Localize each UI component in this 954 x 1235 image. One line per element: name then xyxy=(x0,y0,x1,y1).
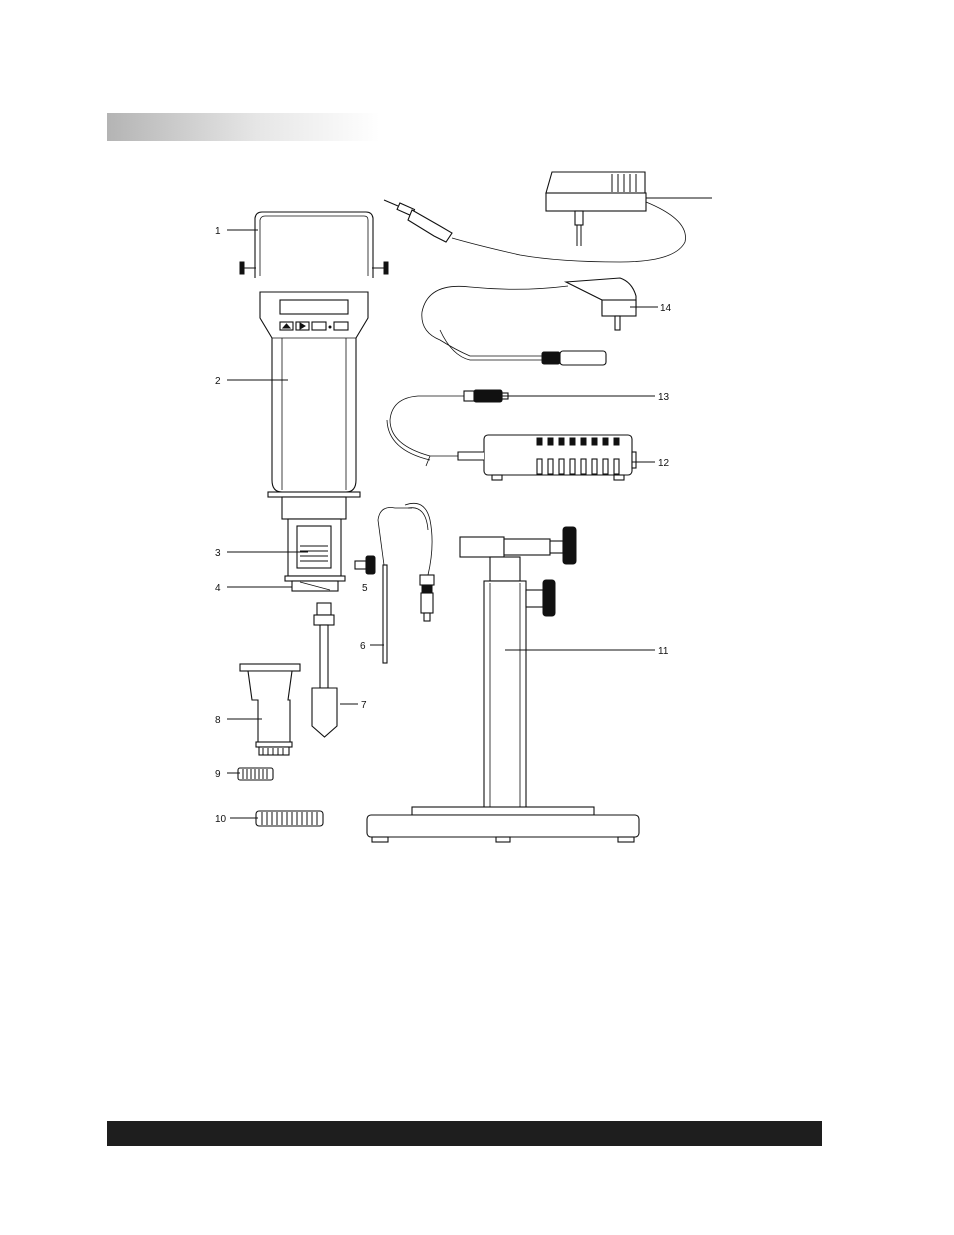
part-6-temperature-probe xyxy=(378,503,434,663)
power-adapter xyxy=(384,172,712,262)
part-7-spindle xyxy=(312,603,337,737)
footer-bar xyxy=(107,1121,822,1146)
callout-8: 8 xyxy=(215,715,221,726)
part-2-main-unit xyxy=(260,292,368,497)
part-10-large-knurled-ring xyxy=(256,811,323,826)
callout-14: 14 xyxy=(660,303,672,314)
part-12-controller-box xyxy=(426,435,636,480)
callout-12: 12 xyxy=(658,458,670,469)
part-5-thumb-screw xyxy=(355,556,375,574)
part-14-power-cord xyxy=(422,278,636,365)
callout-5: 5 xyxy=(362,583,368,594)
callout-3: 3 xyxy=(215,548,221,559)
callout-9: 9 xyxy=(215,769,221,780)
part-3-spindle-housing xyxy=(282,497,346,576)
part-1-clamp xyxy=(240,212,388,278)
part-8-sample-cup xyxy=(240,664,300,755)
callout-7: 7 xyxy=(361,700,367,711)
callout-10: 10 xyxy=(215,814,227,825)
callout-6: 6 xyxy=(360,641,366,652)
callout-13: 13 xyxy=(658,392,670,403)
callout-1: 1 xyxy=(215,226,221,237)
callout-11: 11 xyxy=(658,646,669,657)
part-11-stand xyxy=(367,527,639,842)
part-9-small-knurled-ring xyxy=(238,768,273,780)
callout-4: 4 xyxy=(215,583,221,594)
part-4-ring xyxy=(285,576,345,591)
callout-2: 2 xyxy=(215,376,221,387)
